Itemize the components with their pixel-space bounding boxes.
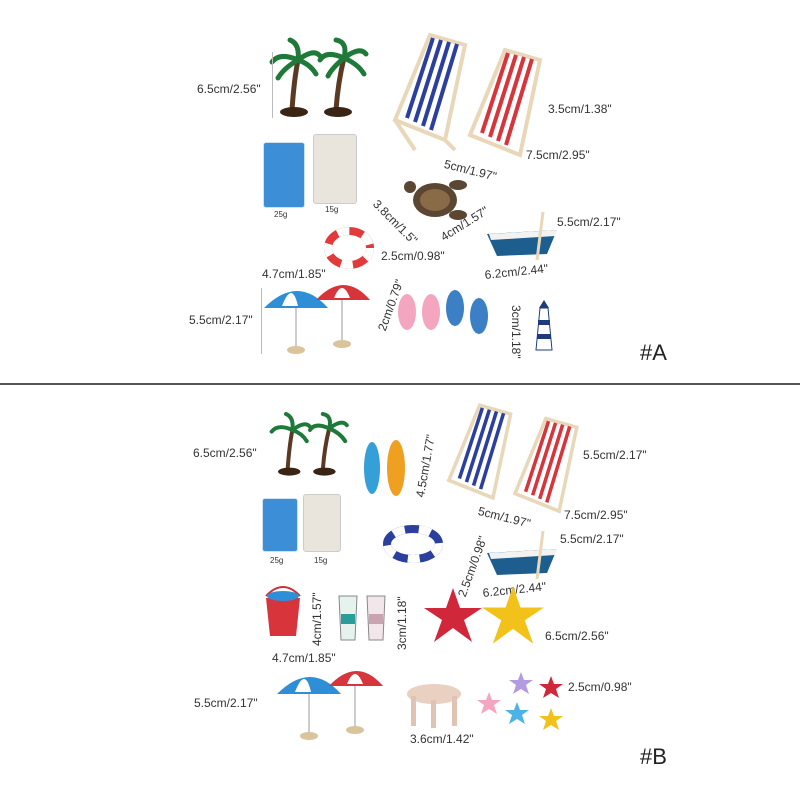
boat-length-label: 6.2cm/2.44" [484,261,549,282]
umbrella-width-label: 4.7cm/1.85" [262,267,326,281]
umbrella-width-label: 4.7cm/1.85" [272,651,336,665]
rowboat-image [487,530,557,580]
lighthouse-image [535,300,553,351]
chair-height-label: 3.5cm/1.38" [548,102,612,116]
chair-depth-label: 7.5cm/2.95" [564,508,628,522]
umbrella-height-label: 5.5cm/2.17" [194,696,258,710]
boat-height-label: 5.5cm/2.17" [557,215,621,229]
cups-image [338,595,386,641]
blue-sand-bag [263,142,305,208]
starfish-big-size-label: 6.5cm/2.56" [545,629,609,643]
life-ring-image [383,525,443,563]
deck-chairs-image [446,403,579,514]
umbrella-height-label: 5.5cm/2.17" [189,313,253,327]
panel-divider [0,383,800,385]
boat-height-label: 5.5cm/2.17" [560,532,624,546]
surfboards-image [364,440,405,496]
starfish-red-image [424,588,482,642]
shell-weight-label: 15g [325,205,339,214]
deck-chairs-image [392,32,543,158]
panel-a: 6.5cm/2.56" 3.5cm/1.38" 5cm/1.97" 7.5cm/… [0,0,800,384]
bucket-size-label: 4cm/1.57" [310,592,324,646]
turtle-image [404,180,467,220]
palm-height-label: 6.5cm/2.56" [197,82,261,96]
ring-size-label: 2.5cm/0.98" [381,249,445,263]
surfboard-size-label: 4.5cm/1.77" [413,433,438,499]
shell-bag [313,134,357,204]
blue-sand-bag [262,498,298,552]
rowboat-image [487,211,557,261]
table-image [407,684,461,728]
slippers-image [398,290,488,334]
palm-height-label: 6.5cm/2.56" [193,446,257,460]
palm-dim-line [272,52,273,118]
chair-height-label: 5.5cm/2.17" [583,448,647,462]
deck-chair-blue [392,32,468,152]
small-starfish-image [477,672,563,730]
bucket-image [265,586,301,636]
starfish-yellow-image [482,586,544,644]
umbrella-blue [264,291,328,354]
life-ring-image [324,227,374,269]
umbrella-dim-line [261,288,262,354]
palm-trees-image [269,412,349,476]
palm-tree-right [317,37,369,117]
lighthouse-size-label: 3cm/1.18" [509,305,523,359]
chair-depth-label: 7.5cm/2.95" [526,148,590,162]
sand-weight-label: 25g [274,210,288,219]
shell-weight-label: 15g [314,556,328,565]
starfish-small-size-label: 2.5cm/0.98" [568,680,632,694]
panel-tag-a: #A [640,340,667,365]
palm-tree-left [269,37,323,117]
palm-trees-image [269,37,369,117]
umbrellas-image [264,285,370,354]
panel-tag-b: #B [640,744,667,769]
cups-size-label: 3cm/1.18" [395,596,409,650]
umbrellas-image [277,671,383,740]
panel-b: 6.5cm/2.56" 4.5cm/1.77" 5.5cm/2.17" 5cm/… [0,386,800,800]
shell-bag [303,494,341,552]
sand-weight-label: 25g [270,556,284,565]
table-size-label: 3.6cm/1.42" [410,732,474,746]
umbrella-red [316,285,370,348]
deck-chair-red [467,47,543,158]
